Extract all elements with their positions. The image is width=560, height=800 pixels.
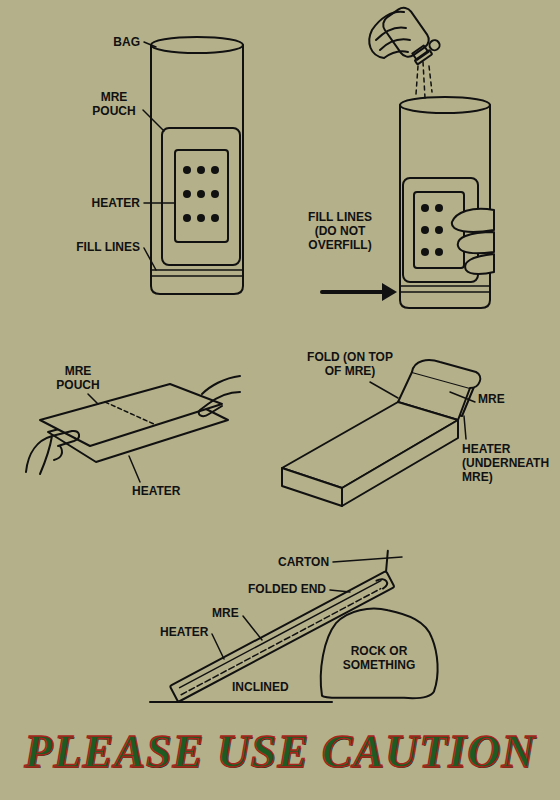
hand — [26, 431, 79, 474]
water-stream — [416, 62, 432, 98]
rock-outline-path — [321, 609, 438, 699]
part-label: FILL LINES (DO NOT OVERFILL) — [299, 210, 381, 252]
pointer-arrowhead — [382, 283, 397, 301]
carton-front — [282, 468, 342, 506]
bag-opening — [400, 97, 490, 113]
leader-line — [243, 616, 262, 640]
pointer-arrow — [322, 290, 384, 294]
leader-line — [143, 110, 164, 131]
leader-line — [330, 590, 350, 592]
part-label: FOLD (ON TOP OF MRE) — [297, 350, 403, 378]
carton-side — [342, 420, 458, 506]
fill-line — [400, 291, 490, 293]
heater-dot — [197, 214, 205, 222]
leader-line — [450, 392, 475, 402]
heater-dot — [435, 226, 443, 234]
heater-dot — [183, 166, 191, 174]
part-label: HEATER (UNDERNEATH MRE) — [462, 442, 557, 484]
leader-line — [88, 394, 98, 404]
bag-opening — [151, 37, 243, 53]
part-label: MRE — [212, 606, 239, 620]
part-label: FOLDED END — [248, 582, 326, 596]
fill-line — [400, 285, 490, 287]
hand — [369, 12, 410, 58]
node-text: ROCK OR SOMETHING — [339, 644, 419, 672]
hand — [452, 209, 494, 274]
leader-line — [129, 456, 140, 482]
part-label: HEATER — [160, 625, 208, 639]
heater-dot — [197, 166, 205, 174]
mre-pouch — [40, 384, 222, 446]
canteen — [380, 1, 442, 68]
pouch-fold — [412, 360, 480, 388]
part-label: MRE — [478, 392, 505, 406]
leader-line — [370, 382, 398, 398]
heater-dot — [183, 190, 191, 198]
canteen-cap — [428, 38, 442, 52]
part-label: MRE POUCH — [52, 364, 104, 392]
heater-dot — [211, 190, 219, 198]
part-label: INCLINED — [232, 680, 289, 694]
heater-pad — [175, 150, 228, 242]
rock-shape: ROCK OR SOMETHING — [318, 606, 440, 700]
heater-dot — [421, 248, 429, 256]
bag-outline — [400, 105, 490, 308]
bag-outline — [151, 45, 243, 294]
caption: PLEASE USE CAUTION — [24, 724, 535, 780]
heater-dot — [211, 166, 219, 174]
leader-line — [333, 557, 402, 562]
part-label: FILL LINES — [76, 240, 140, 254]
heater-dots — [183, 166, 219, 222]
fill-line — [151, 275, 243, 277]
leader-line — [144, 42, 156, 47]
leader-line — [212, 634, 224, 659]
heater-dot — [211, 214, 219, 222]
part-label: MRE POUCH — [88, 90, 140, 118]
heater-dot — [421, 204, 429, 212]
heater-dot — [197, 190, 205, 198]
part-label: HEATER — [92, 196, 140, 210]
part-label: HEATER — [132, 484, 180, 498]
part-label: CARTON — [278, 555, 329, 569]
heater-dot — [435, 248, 443, 256]
mre-pouch — [162, 128, 240, 265]
leader-line — [144, 248, 156, 270]
hand — [199, 376, 240, 416]
fill-line — [151, 269, 243, 271]
leader-line — [144, 202, 175, 204]
heater-dot — [435, 204, 443, 212]
carton-flap — [378, 551, 396, 571]
heater-dots — [421, 204, 443, 256]
folded-end — [376, 577, 388, 590]
heater-dot — [183, 214, 191, 222]
leader-line — [464, 416, 466, 439]
pouch-fold-line — [105, 402, 156, 425]
heater-dot — [421, 226, 429, 234]
part-label: BAG — [113, 35, 140, 49]
